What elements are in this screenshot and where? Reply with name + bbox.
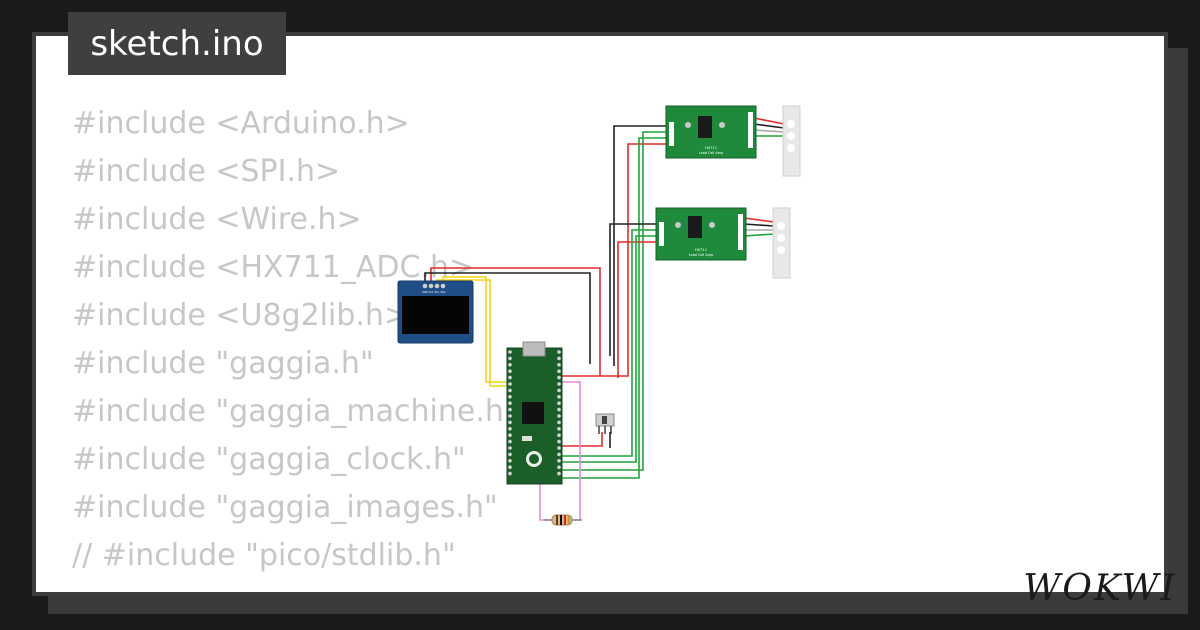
code-preview: #include <Arduino.h> #include <SPI.h> #i… <box>72 100 518 580</box>
pico-pins <box>508 350 561 476</box>
pico-pin <box>508 446 512 450</box>
hx711-1-caption: Load Cell Amp <box>699 151 723 155</box>
oled-pin-scl: SCL <box>435 291 440 294</box>
wire-oled-gnd <box>424 272 591 364</box>
wires <box>424 117 785 521</box>
pico-pin <box>508 420 512 425</box>
wire-switch-red <box>560 432 603 447</box>
pico-pin <box>557 459 561 463</box>
pico-pin <box>557 375 561 380</box>
code-line: // #include "pico/stdlib.h" <box>72 538 456 573</box>
code-line: #include <SPI.h> <box>72 154 341 189</box>
hx711-module-2[interactable]: HX711 Load Cell Amp <box>655 207 747 261</box>
pico-pin <box>557 407 561 412</box>
pico-pin <box>557 363 561 367</box>
load-cell-1[interactable] <box>782 105 801 177</box>
pico-pin <box>557 427 561 431</box>
pico-pin <box>557 395 561 399</box>
load-cell-2[interactable] <box>772 207 791 279</box>
pico-pin <box>557 420 561 425</box>
wire-hx1-gnd <box>613 125 668 366</box>
hx711-1-label: HX711 <box>705 146 717 150</box>
hx711-module-1[interactable]: HX711 Load Cell Amp <box>665 105 757 159</box>
pico-pin <box>508 363 512 367</box>
resistor[interactable] <box>544 514 582 526</box>
slide-switch[interactable] <box>595 413 615 434</box>
wire-lc1-black <box>753 123 785 129</box>
pico-pin <box>557 446 561 450</box>
preview-card: #include <Arduino.h> #include <SPI.h> #i… <box>32 32 1168 596</box>
hx711-2-caption: Load Cell Amp <box>689 253 713 257</box>
pico-pin <box>508 433 512 438</box>
code-line: #include "gaggia_machine.h" <box>72 394 518 429</box>
wokwi-logo: WOKWI <box>1023 568 1176 609</box>
pico-pin <box>508 407 512 412</box>
hx711-2-label: HX711 <box>695 248 707 252</box>
code-line: #include <Arduino.h> <box>72 106 410 141</box>
wire-hx1-dt <box>560 131 668 471</box>
circuit-diagram: HX711 Load Cell Amp HX711 Load Cell Amp <box>397 105 801 526</box>
wire-hx2-sck <box>560 235 658 463</box>
oled-pin-vcc: VCC <box>429 291 434 294</box>
pico-pin <box>508 356 512 361</box>
pico-pin <box>557 350 561 354</box>
pico-pin <box>508 350 512 354</box>
pico-pin <box>508 414 512 418</box>
wire-hx1-vcc <box>560 143 668 377</box>
wire-pink-right <box>560 381 581 521</box>
pico-pin <box>557 388 561 393</box>
pico-pin <box>508 471 512 476</box>
wire-hx1-sck <box>560 137 668 479</box>
code-line: #include <Wire.h> <box>72 202 362 237</box>
pico-board[interactable] <box>506 341 563 485</box>
wire-lc1-white <box>753 129 785 133</box>
code-line: #include "gaggia_images.h" <box>72 490 498 525</box>
pico-pin <box>557 471 561 476</box>
pico-pin <box>557 356 561 361</box>
pico-pin <box>508 452 512 457</box>
file-tab[interactable]: sketch.ino <box>68 12 286 75</box>
wire-lc2-red <box>743 217 775 223</box>
pico-pin <box>557 439 561 444</box>
pico-pin <box>557 452 561 457</box>
code-line: #include "gaggia.h" <box>72 346 374 381</box>
wire-lc2-black <box>743 223 775 227</box>
pico-pin <box>508 382 512 386</box>
pico-pin <box>508 369 512 374</box>
pico-pin <box>557 433 561 438</box>
wire-hx2-gnd <box>609 223 658 356</box>
wokwi-wordmark: WOKWI <box>1023 568 1176 609</box>
code-line: #include <U8g2lib.h> <box>72 298 410 333</box>
wire-lc2-green <box>743 233 775 237</box>
wire-hx2-dt <box>560 229 658 457</box>
wire-hx2-vcc <box>617 241 658 378</box>
pico-pin <box>557 414 561 418</box>
pico-pin <box>508 427 512 431</box>
pico-pin <box>557 369 561 374</box>
pico-pin <box>508 459 512 463</box>
wire-lc1-red <box>753 117 785 125</box>
pico-pin <box>508 388 512 393</box>
oled-display[interactable]: GND VCC SCL SDA <box>397 280 474 344</box>
pico-pin <box>508 465 512 470</box>
oled-pin-sda: SDA <box>441 291 446 294</box>
pico-pin <box>508 395 512 399</box>
pico-pin <box>557 401 561 406</box>
pico-pin <box>557 465 561 470</box>
pico-pin <box>508 439 512 444</box>
code-line: #include "gaggia_clock.h" <box>72 442 466 477</box>
pico-pin <box>508 401 512 406</box>
oled-pin-gnd: GND <box>422 291 428 294</box>
pico-pin <box>557 382 561 386</box>
pico-pin <box>508 375 512 380</box>
wire-oled-sda <box>442 276 508 383</box>
wire-oled-vcc <box>430 267 601 376</box>
